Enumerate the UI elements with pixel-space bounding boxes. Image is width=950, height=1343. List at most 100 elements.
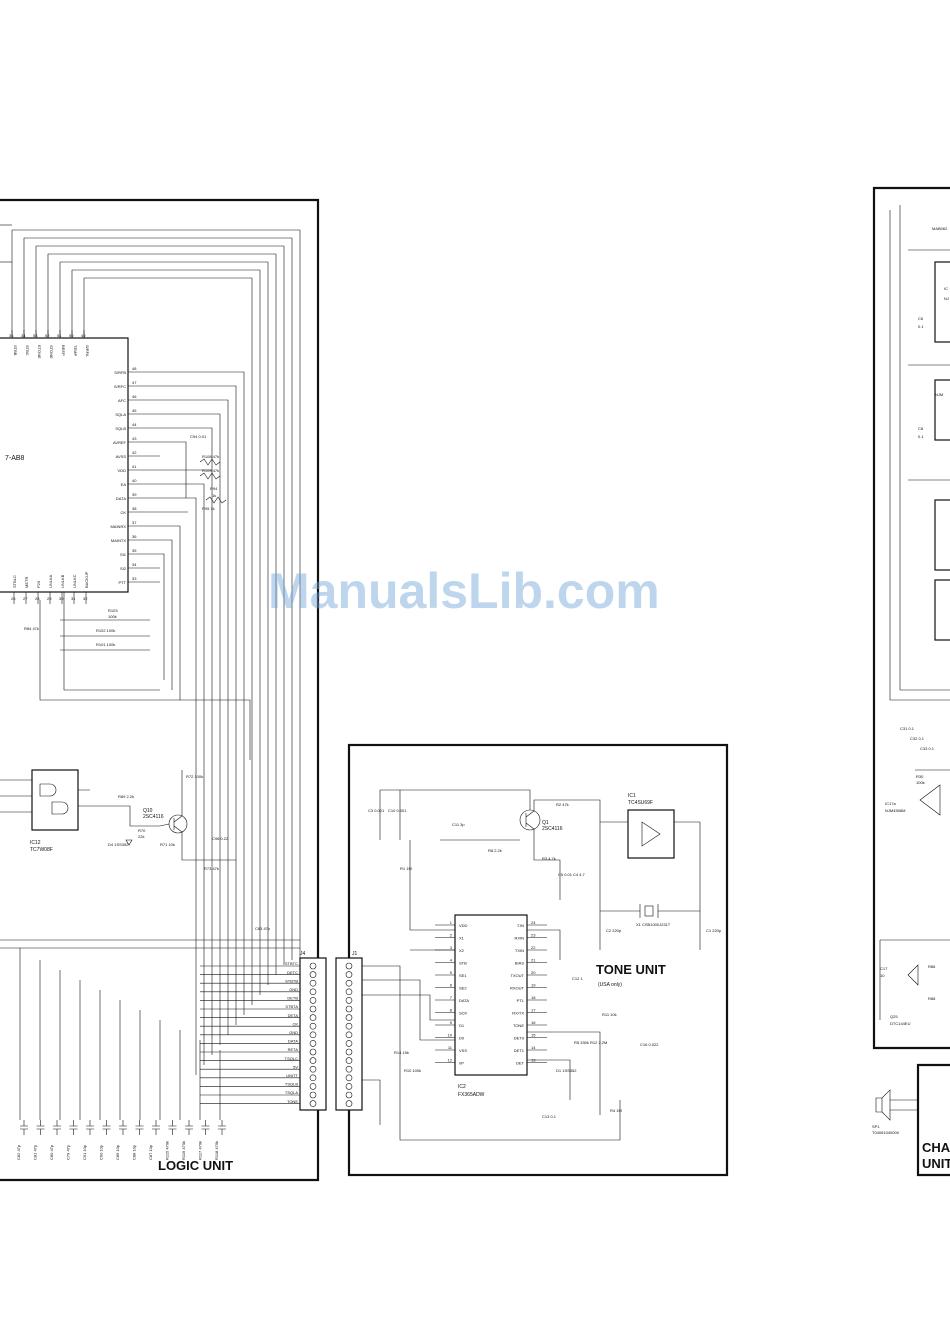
cha-unit-title-1: CHA — [922, 1140, 950, 1155]
speaker-icon — [875, 1089, 891, 1121]
j4-pin — [309, 1014, 317, 1021]
tone-part-label: R1 1M — [400, 866, 412, 871]
main-ic-right-pin-name: S/RFC — [114, 384, 126, 389]
j4-signal-label: STBTA — [285, 1004, 298, 1009]
bottom-capacitor-symbol — [152, 1120, 160, 1135]
c83-label: C83 47p — [255, 926, 271, 931]
right-fragment-label: R30 — [916, 774, 924, 779]
main-ic-right-pin-num: 41 — [132, 464, 137, 469]
q10-transistor — [168, 814, 188, 834]
r95-label: R95 1k — [202, 506, 215, 511]
j1-connector — [335, 957, 363, 1111]
cha-unit-border — [916, 1063, 950, 1177]
bottom-capacitor-symbol — [69, 1120, 78, 1135]
main-ic-right-pin-num: 42 — [132, 450, 137, 455]
main-ic-bottom-pin-num: 30 — [59, 596, 64, 601]
j4-signal-list: STBTCDETCSTBTBGNDDETBSTBTADETACKGNDDATAR… — [200, 961, 317, 1107]
main-ic-right-pin-num: 44 — [132, 422, 137, 427]
ic2-right-pin-name: T.IN — [517, 923, 524, 928]
j4-pin — [309, 1005, 317, 1013]
bottom-bus-lines — [0, 939, 300, 1120]
ic2-right-pin-name: TXOUT — [510, 973, 524, 978]
ic2-right-pins: 24T.IN23RXIN22TXIN21BIAS20TXOUT19RXOUT18… — [510, 920, 547, 1066]
r70-val: 22k — [138, 834, 144, 839]
bottom-part-label: C82 47p — [16, 1144, 21, 1160]
main-ic-right-pin-num: 33 — [132, 576, 137, 581]
main-ic-bottom-pin-num: 26 — [11, 596, 16, 601]
main-ic-right-pin-name: SQLA — [115, 412, 126, 417]
bottom-part-label: C89 10p — [115, 1144, 120, 1160]
r103-label: R103 — [108, 608, 118, 613]
tone-part-label: C16 0.022 — [640, 1042, 659, 1047]
bottom-part-label: R118 470k — [214, 1141, 219, 1160]
top-bus-wires — [0, 224, 301, 1005]
right-fragment-label: NJ — [944, 296, 949, 301]
ic2-left-pins: 1VDD2X13X24STB5SE16SE27DATA8SCK9D110D011… — [435, 920, 469, 1066]
j4-signal-label: GND — [289, 987, 298, 992]
r101-label: R101 100k — [96, 642, 115, 647]
right-pin-wires — [160, 371, 245, 1075]
bottom-capacitor-symbol — [102, 1120, 111, 1135]
right-fragment-label: C17 — [880, 966, 888, 971]
bottom-capacitor-symbol — [201, 1120, 210, 1135]
j4-pin — [309, 1040, 317, 1047]
d4-label: D4 1SS352 — [108, 842, 129, 847]
sp1-ref: SP1 — [872, 1124, 880, 1129]
main-ic-right-pin-name: AVREF — [113, 440, 127, 445]
right-fragment-label: MAB062 — [932, 226, 948, 231]
ic2-right-pin-num: 17 — [531, 1008, 536, 1013]
ic2-right-pin-name: RXIN — [514, 936, 524, 941]
main-ic-right-pin-num: 37 — [132, 520, 137, 525]
ic2-left-pin-name: X2 — [459, 948, 465, 953]
main-ic-right-pin-num: 35 — [132, 548, 137, 553]
ic2-left-pin-name: STB — [459, 961, 467, 966]
logic-unit: LOGIC UNIT 7-AB8 36STBB34STBC53ETONE52ST… — [0, 198, 327, 1182]
j1-pin — [345, 1031, 353, 1039]
j4-pin — [309, 979, 317, 987]
tone-unit-title: TONE UNIT — [596, 962, 666, 977]
r73-label: R73 47k — [204, 866, 219, 871]
main-ic-right-pin-name: S/RFB — [114, 370, 126, 375]
right-fragment-label: DTC144EU — [890, 1021, 911, 1026]
ic2-left-pin-num: 11 — [448, 1045, 453, 1050]
right-fragment-label: NJM — [935, 392, 943, 397]
tone-part-label: C10 0.001 — [388, 808, 407, 813]
ic2-left-pin-num: 10 — [448, 1033, 453, 1038]
j1-pin — [345, 988, 353, 996]
ic2-right-pin-name: DET — [516, 1061, 525, 1066]
ic2-left-pin-name: DATA — [459, 998, 469, 1003]
ic2-left-pin-num: 3 — [450, 945, 453, 950]
ic2-right-pin-name: TONE — [513, 1023, 524, 1028]
tone-part-label: D1 1SS352 — [556, 1068, 577, 1073]
main-ic-top-pin-name: ETONE — [37, 345, 42, 359]
main-ic-bottom-pin-name: STBLC — [12, 575, 17, 588]
j4-signal-label: DETC — [287, 970, 298, 975]
right-fragment-label: R88 — [928, 996, 936, 1001]
main-ic-right-pin-name: SI1 — [120, 552, 127, 557]
tone-part-label: R8 2.2k — [488, 848, 502, 853]
tone-part-label: R11 10k — [602, 1012, 617, 1017]
ic2-right-pin-name: DET1 — [514, 1048, 525, 1053]
j4-signal-label: GND — [289, 1030, 298, 1035]
j4-pin — [309, 1091, 317, 1099]
ic2-right-pin-name: RX/TX — [512, 1011, 524, 1016]
j4-signal-label: TONE — [287, 1099, 298, 1104]
right-fragment-label: NJM4558M — [885, 808, 905, 813]
j4-signal-label: STBTC — [285, 961, 298, 966]
bottom-part-label: C79 47p — [66, 1144, 71, 1160]
ic2-right-pin-name: PTL — [517, 998, 525, 1003]
j4-signal-label: TSQLA — [285, 1090, 298, 1095]
tone-part-label: X1 CSB1000J231T — [636, 922, 671, 927]
j1-pin — [345, 1040, 353, 1047]
ic1 — [627, 809, 675, 859]
main-ic-right-pin-name: AFC — [118, 398, 126, 403]
bottom-capacitor-symbol — [185, 1120, 193, 1135]
right-fragment-label: C31 0.1 — [900, 726, 915, 731]
bottom-part-label: R117 470k — [198, 1141, 203, 1160]
tone-part-label: C3 0.001 — [368, 808, 385, 813]
main-ic-bottom-pin-name: UNLKC — [72, 574, 77, 588]
main-ic-right-pin-name: DATA — [116, 496, 126, 501]
main-ic-right-pin-num: 38 — [132, 506, 137, 511]
main-ic-bottom-pin-name: BACKUP — [84, 571, 89, 588]
